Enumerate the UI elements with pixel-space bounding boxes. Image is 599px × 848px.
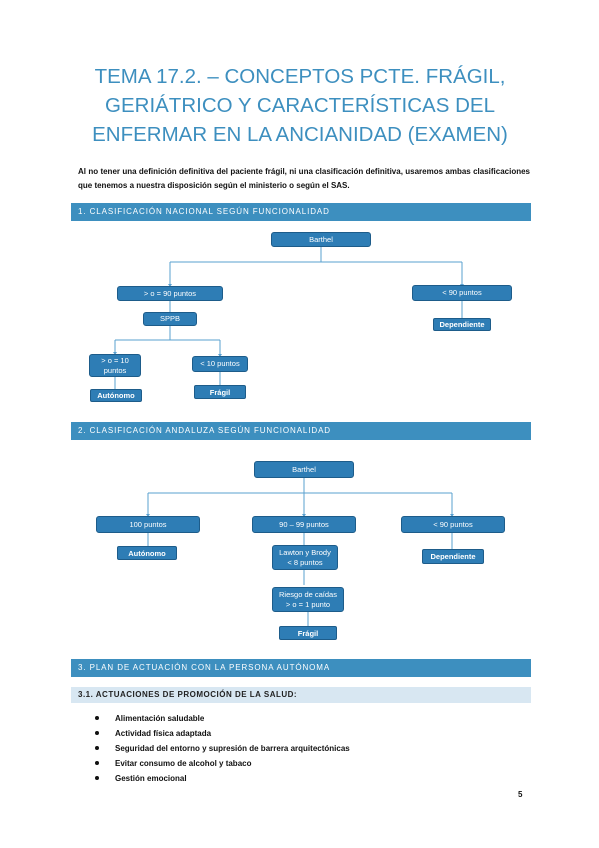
s1-dependiente-label: Dependiente bbox=[439, 320, 485, 329]
s2-90-99-box: 90 – 99 puntos bbox=[252, 516, 356, 533]
s2-dependiente-label: Dependiente bbox=[430, 552, 476, 561]
page-title: TEMA 17.2. – CONCEPTOS PCTE. FRÁGIL, GER… bbox=[60, 62, 540, 149]
s2-100-label: 100 puntos bbox=[129, 519, 167, 529]
s1-ge10-box: > o = 10 puntos bbox=[89, 354, 141, 377]
s1-ge90-label: > o = 90 puntos bbox=[143, 288, 197, 298]
health-promotion-list: Alimentación saludable Actividad física … bbox=[95, 711, 350, 786]
list-item: Gestión emocional bbox=[95, 771, 350, 786]
list-item: Evitar consumo de alcohol y tabaco bbox=[95, 756, 350, 771]
section-3-heading: 3. PLAN DE ACTUACIÓN CON LA PERSONA AUTÓ… bbox=[71, 659, 531, 677]
s1-ge90-box: > o = 90 puntos bbox=[117, 286, 223, 301]
s2-autonomo-tag: Autónomo bbox=[117, 546, 177, 560]
s1-barthel-label: Barthel bbox=[309, 234, 333, 244]
section-1-heading: 1. CLASIFICACIÓN NACIONAL SEGÚN FUNCIONA… bbox=[71, 203, 531, 221]
intro-paragraph: Al no tener una definición definitiva de… bbox=[78, 167, 530, 190]
s2-dependiente-tag: Dependiente bbox=[422, 549, 484, 564]
bullet-icon bbox=[95, 761, 99, 765]
s2-riesgo-label-1: Riesgo de caídas bbox=[279, 589, 337, 599]
s2-riesgo-box: Riesgo de caídas > o = 1 punto bbox=[272, 587, 344, 612]
list-item: Seguridad del entorno y supresión de bar… bbox=[95, 741, 350, 756]
list-item: Alimentación saludable bbox=[95, 711, 350, 726]
s1-ge10-label-2: puntos bbox=[103, 365, 127, 375]
s2-lawton-label-1: Lawton y Brody bbox=[279, 547, 331, 557]
list-item-text: Evitar consumo de alcohol y tabaco bbox=[115, 759, 252, 768]
bullet-icon bbox=[95, 746, 99, 750]
s1-lt10-box: < 10 puntos bbox=[192, 356, 248, 372]
s2-fragil-tag: Frágil bbox=[279, 626, 337, 640]
s2-barthel-box: Barthel bbox=[254, 461, 354, 478]
title-line-3: ENFERMAR EN LA ANCIANIDAD (EXAMEN) bbox=[92, 123, 508, 146]
s2-lt90-box: < 90 puntos bbox=[401, 516, 505, 533]
bullet-icon bbox=[95, 776, 99, 780]
list-item-text: Actividad física adaptada bbox=[115, 729, 212, 738]
list-item-text: Alimentación saludable bbox=[115, 714, 205, 723]
bullet-icon bbox=[95, 731, 99, 735]
s1-lt90-label: < 90 puntos bbox=[442, 288, 482, 297]
s2-riesgo-label-2: > o = 1 punto bbox=[285, 599, 331, 609]
s2-barthel-label: Barthel bbox=[292, 464, 316, 474]
page-number: 5 bbox=[518, 790, 523, 799]
s1-lt90-box: < 90 puntos bbox=[412, 285, 512, 301]
bullet-icon bbox=[95, 716, 99, 720]
s2-autonomo-label: Autónomo bbox=[128, 548, 166, 558]
s1-ge10-label-1: > o = 10 bbox=[101, 355, 129, 365]
s2-lawton-label-2: < 8 puntos bbox=[287, 557, 323, 567]
s1-autonomo-label: Autónomo bbox=[97, 391, 135, 400]
s2-100-box: 100 puntos bbox=[96, 516, 200, 533]
s1-lt10-label: < 10 puntos bbox=[200, 359, 240, 368]
s2-90-99-label: 90 – 99 puntos bbox=[279, 519, 329, 529]
s2-lawton-box: Lawton y Brody < 8 puntos bbox=[272, 545, 338, 570]
s1-autonomo-tag: Autónomo bbox=[90, 389, 142, 402]
s1-fragil-label: Frágil bbox=[209, 387, 231, 397]
s1-dependiente-tag: Dependiente bbox=[433, 318, 491, 331]
s1-fragil-tag: Frágil bbox=[194, 385, 246, 399]
s1-sppb-label: SPPB bbox=[159, 314, 180, 323]
s2-lt90-label: < 90 puntos bbox=[433, 519, 473, 529]
s1-barthel-box: Barthel bbox=[271, 232, 371, 247]
section-3-1-subheading: 3.1. ACTUACIONES DE PROMOCIÓN DE LA SALU… bbox=[71, 687, 531, 703]
title-line-1: TEMA 17.2. – CONCEPTOS PCTE. FRÁGIL, bbox=[94, 65, 506, 88]
list-item-text: Seguridad del entorno y supresión de bar… bbox=[115, 744, 350, 753]
s1-sppb-box: SPPB bbox=[143, 312, 197, 326]
list-item: Actividad física adaptada bbox=[95, 726, 350, 741]
list-item-text: Gestión emocional bbox=[115, 774, 187, 783]
title-line-2: GERIÁTRICO Y CARACTERÍSTICAS DEL bbox=[105, 94, 495, 117]
s2-fragil-label: Frágil bbox=[297, 628, 319, 638]
section-2-heading: 2. CLASIFICACIÓN ANDALUZA SEGÚN FUNCIONA… bbox=[71, 422, 531, 440]
